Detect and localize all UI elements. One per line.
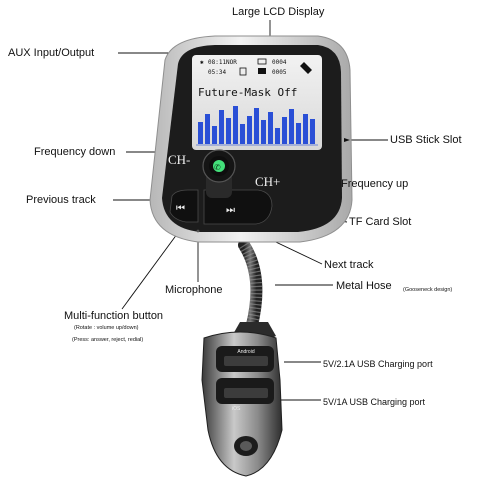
channel-plus-button[interactable]: CH+ — [255, 174, 280, 189]
charger-plug: Android iOS — [201, 322, 283, 477]
screen-time-2: 05:34 — [208, 69, 226, 76]
screen-marquee: Future-Mask Off — [198, 86, 297, 99]
screen-time-1: 08:11 — [208, 59, 226, 66]
equalizer-bar — [247, 116, 252, 144]
multi-function-note-press: (Press: answer, reject, redial) — [72, 337, 144, 343]
multi-function-note-rotate: (Rotate : volume up/down) — [74, 325, 139, 331]
folder-icon — [257, 58, 267, 65]
usb-port-21a-label: 5V/2.1A USB Charging port — [323, 359, 433, 369]
hose-note-label: (Gooseneck design) — [403, 287, 453, 293]
screen-track-1: 0004 — [272, 59, 287, 66]
channel-minus-button[interactable]: CH- — [168, 152, 190, 167]
equalizer-bar — [205, 114, 210, 144]
port-bottom-label: iOS — [232, 406, 241, 412]
frequency-down-label: Frequency down — [34, 146, 116, 158]
mic-icon — [239, 67, 247, 76]
port-top-label: Android — [237, 349, 254, 355]
head-unit: ✱ 08:11 NOR 0004 05:34 0005 Future-Mask … — [149, 35, 353, 243]
screen-mode: NOR — [226, 59, 237, 66]
equalizer-bar — [282, 117, 287, 144]
equalizer-bar — [296, 123, 301, 144]
metal-hose — [238, 239, 263, 331]
equalizer-bar — [212, 126, 217, 144]
equalizer-bar — [226, 118, 231, 144]
usb-slot-arrow — [344, 138, 350, 142]
equalizer-bar — [289, 109, 294, 144]
previous-track-icon: ⏮ — [176, 203, 185, 214]
equalizer-bar — [233, 106, 238, 144]
equalizer-bar — [261, 120, 266, 144]
bluetooth-icon: ✱ — [199, 59, 204, 66]
phone-icon: ✆ — [214, 163, 221, 172]
card-icon — [258, 68, 266, 74]
equalizer-bar — [310, 119, 315, 144]
tf-card-label: TF Card Slot — [349, 216, 412, 228]
screen-track-2: 0005 — [272, 69, 287, 76]
lcd-display-label: Large LCD Display — [232, 6, 325, 18]
aux-label: AUX Input/Output — [8, 47, 95, 59]
equalizer-bar — [240, 124, 245, 144]
next-track-icon: ⏭ — [226, 205, 235, 216]
usb-port-1a-label: 5V/1A USB Charging port — [323, 397, 426, 407]
equalizer-bar — [275, 128, 280, 144]
multi-function-label: Multi-function button — [64, 310, 164, 322]
previous-track-label: Previous track — [26, 194, 96, 206]
equalizer-bar — [198, 122, 203, 144]
tag-icon — [300, 62, 312, 74]
previous-track-button[interactable] — [169, 189, 199, 223]
next-track-label: Next track — [324, 259, 374, 271]
equalizer-bar — [254, 108, 259, 144]
next-track-button[interactable] — [203, 189, 273, 225]
microphone-hole — [196, 229, 200, 233]
frequency-up-label: Frequency up — [341, 178, 409, 190]
microphone-label: Microphone — [165, 284, 223, 296]
equalizer-bar — [268, 112, 273, 144]
equalizer-bar — [303, 114, 308, 144]
multi-function-button[interactable]: ✆ — [202, 149, 236, 198]
equalizer-bar — [219, 110, 224, 144]
usb-stick-label: USB Stick Slot — [390, 134, 462, 146]
metal-hose-label: Metal Hose — [336, 280, 392, 292]
equalizer-bars — [198, 106, 315, 144]
